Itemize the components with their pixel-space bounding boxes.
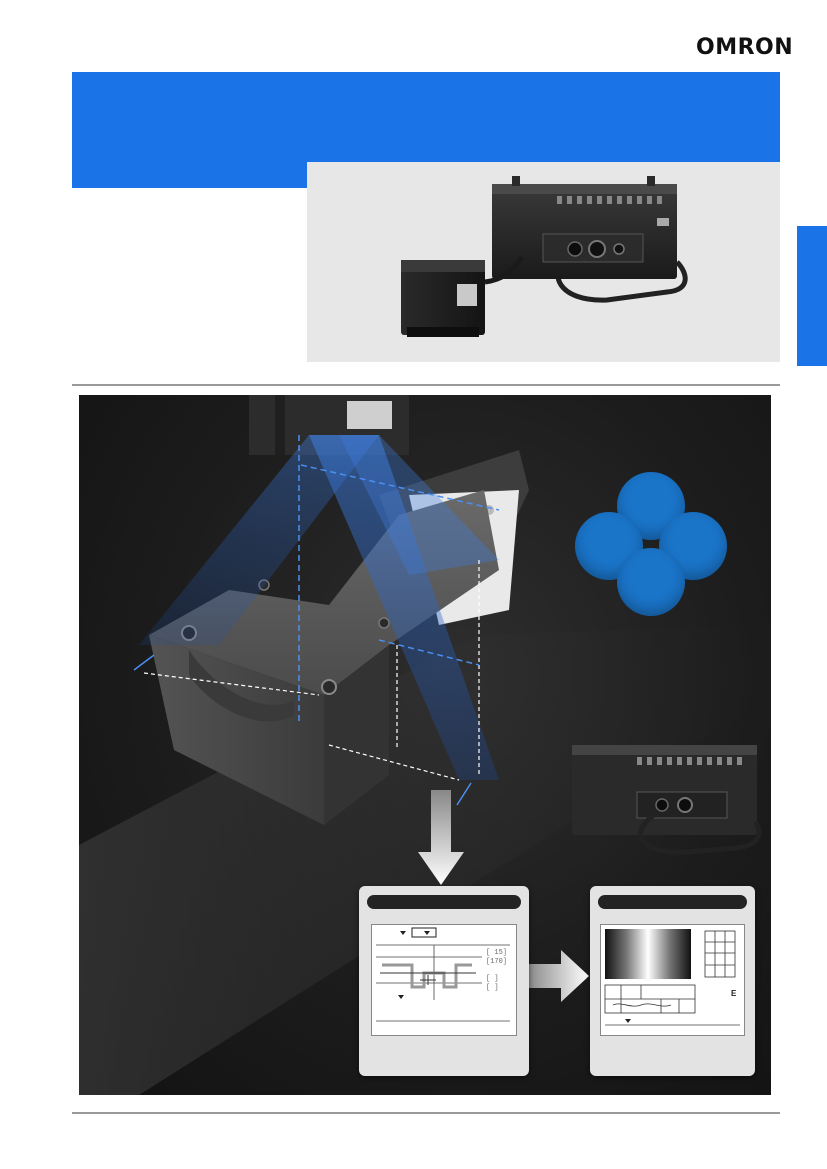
screen-card-header — [367, 895, 521, 909]
waveform-display: [ 15] [170] [ ] [ ] — [371, 924, 517, 1036]
section-divider-bottom — [72, 1112, 780, 1114]
screen-mark: E — [731, 989, 737, 998]
section-side-tab[interactable] — [797, 226, 827, 366]
readout-value-1: [ 15] — [486, 949, 508, 957]
title-banner — [72, 72, 780, 162]
four-circle-graphic — [575, 472, 727, 616]
waveform-screen-card: [ 15] [170] [ ] [ ] — [359, 886, 529, 1076]
title-banner-tab — [72, 160, 307, 188]
controller-photo — [572, 745, 762, 855]
screen-card-header — [598, 895, 747, 909]
product-photo-panel — [307, 162, 780, 362]
circle-bottom — [617, 548, 685, 616]
section-divider-top — [72, 384, 780, 386]
waveform-chart — [376, 927, 510, 1022]
readout-value-4: [ ] — [486, 984, 499, 992]
intensity-image-chart — [604, 929, 740, 1026]
arrow-down-icon — [418, 790, 464, 885]
readout-value-3: [ ] — [486, 975, 499, 983]
image-screen-card: E — [590, 886, 755, 1076]
omron-logo: OMRON — [696, 35, 794, 60]
image-display: E — [600, 924, 745, 1036]
arrow-right-icon — [527, 950, 589, 1002]
sensor-controller-photo — [401, 176, 688, 337]
readout-value-2: [170] — [486, 958, 508, 966]
